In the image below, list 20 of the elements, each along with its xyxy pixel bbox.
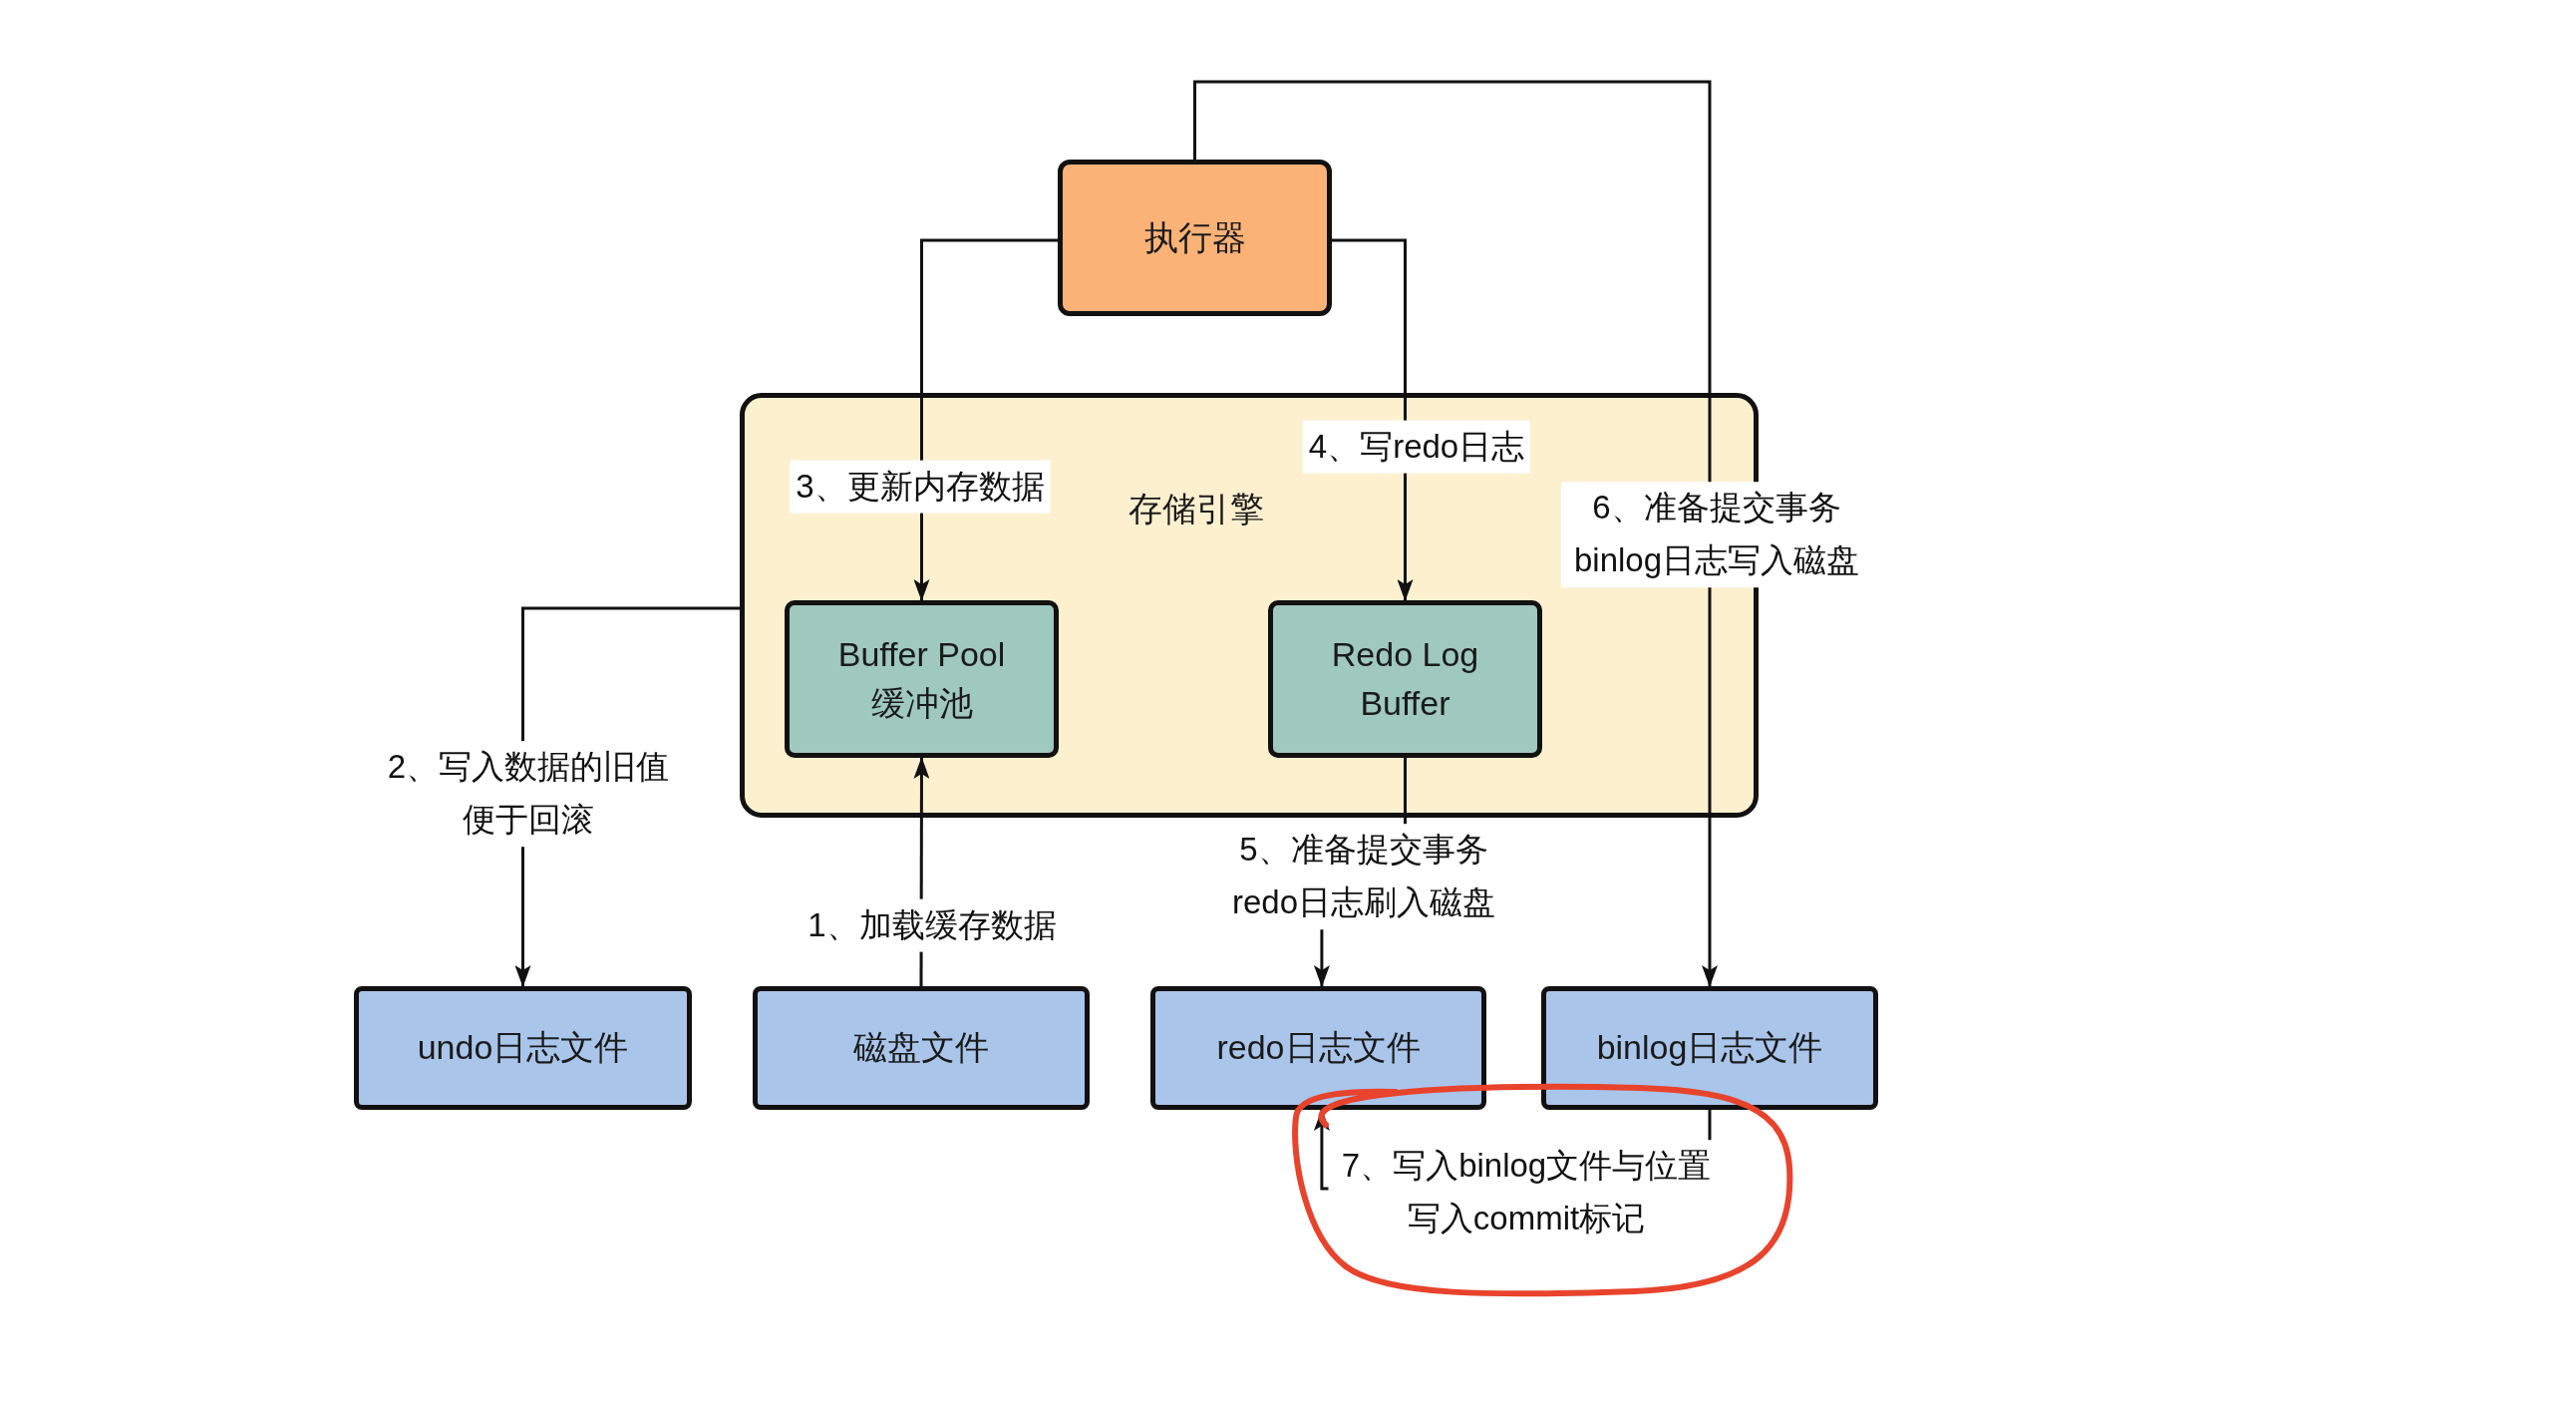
- file-box: [354, 986, 692, 1110]
- file-box: [1541, 986, 1878, 1110]
- node-label: 执行器: [1143, 216, 1246, 258]
- edge-label: 4、写redo日志: [1302, 420, 1531, 474]
- buffer-box: [1268, 600, 1542, 758]
- connector-arrow: [913, 238, 1058, 601]
- file-box: [753, 986, 1090, 1110]
- node-label: redo日志文件: [1216, 1027, 1421, 1069]
- connector-arrow: [1193, 80, 1718, 987]
- node-label: 磁盘文件: [853, 1027, 989, 1069]
- connector-arrow: [1332, 238, 1414, 601]
- node-label: Redo Log Buffer: [1330, 633, 1480, 724]
- node-label: binlog日志文件: [1596, 1027, 1823, 1069]
- buffer-box: [785, 600, 1059, 758]
- node-label: undo日志文件: [417, 1027, 629, 1069]
- node-label: Buffer Pool 缓冲池: [836, 633, 1007, 724]
- edge-label: 3、更新内存数据: [790, 460, 1051, 514]
- file-box: [1150, 986, 1486, 1110]
- executor-box: [1058, 160, 1332, 316]
- node-label: 存储引擎: [1128, 489, 1264, 530]
